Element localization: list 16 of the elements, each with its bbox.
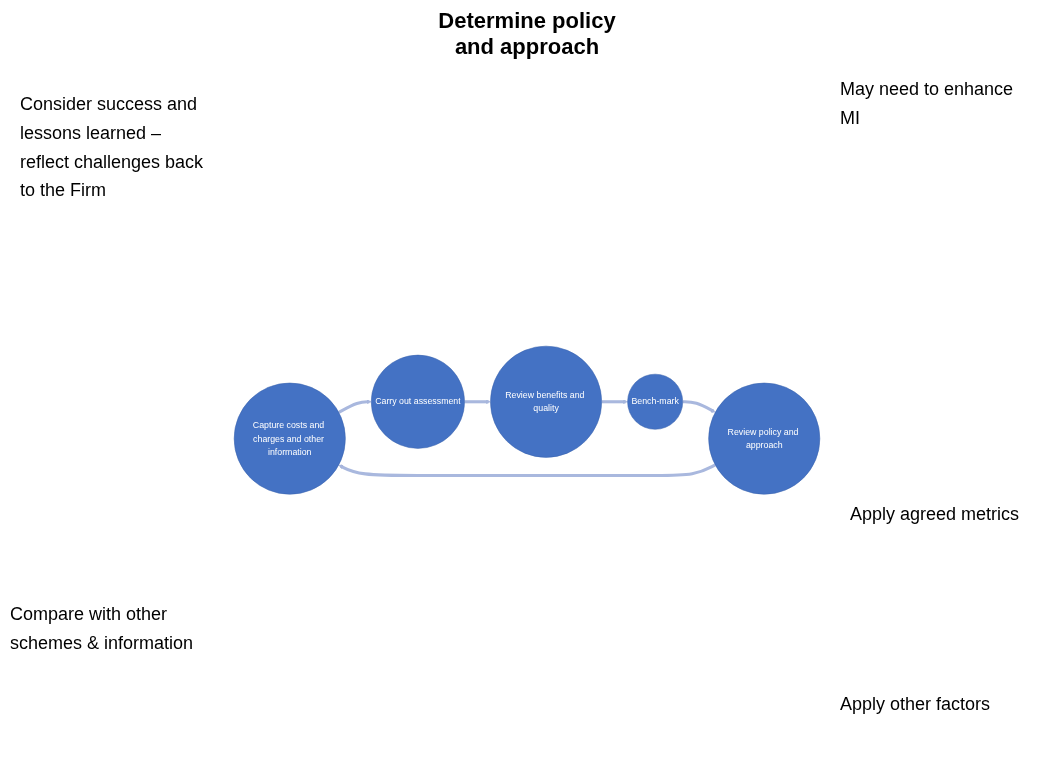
annotation-text: May need to enhance MI bbox=[840, 78, 1015, 130]
arrow bbox=[682, 400, 716, 413]
annotation-text: Consider success and lessons learned – reflect challenges back to the Firm bbox=[20, 93, 205, 203]
annotation-text: Apply other factors bbox=[840, 693, 992, 716]
node-circle: Capture costs and charges and other information bbox=[233, 382, 346, 495]
node-circle: Carry out assessment bbox=[371, 354, 465, 449]
node-circle: Review policy and approach bbox=[708, 382, 821, 495]
arrow bbox=[338, 399, 372, 414]
annotation-text: Compare with other schemes & information bbox=[10, 603, 195, 655]
node-circle: Review benefits and quality bbox=[490, 345, 602, 458]
arrow bbox=[338, 463, 716, 477]
node-circle: Bench-mark bbox=[627, 373, 683, 430]
arrow bbox=[464, 399, 491, 404]
annotation-text: Apply agreed metrics bbox=[850, 503, 1021, 526]
center-title: Determine policy and approach bbox=[437, 8, 617, 60]
arrow bbox=[601, 399, 628, 404]
